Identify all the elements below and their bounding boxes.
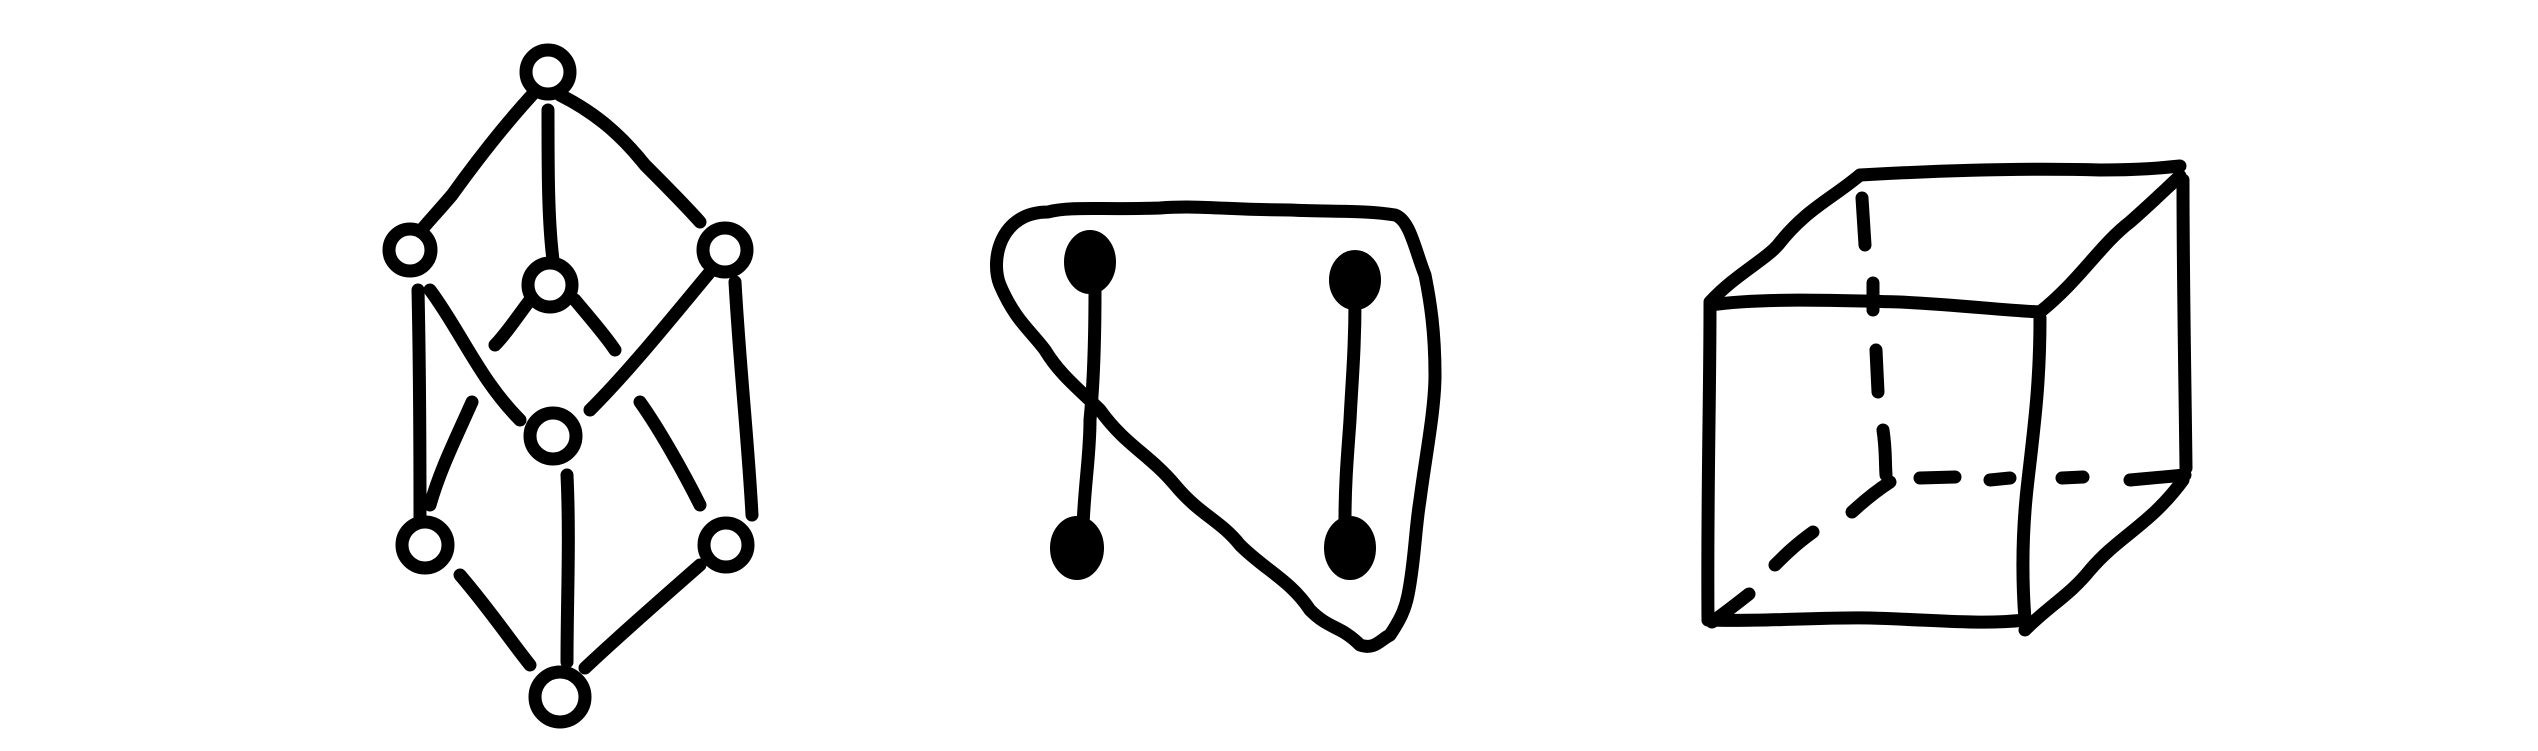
hidden-horizontal-dash-3: [2055, 470, 2090, 485]
vertex-right-top: [1329, 250, 1381, 310]
figure-filled-vertex-pairs: [990, 200, 1442, 653]
front-face-top: [1703, 293, 2047, 319]
edge-top-right: [553, 88, 707, 229]
vertex-left-top: [1064, 230, 1116, 294]
top-right-edge: [2033, 169, 2187, 319]
back-face-top: [1853, 159, 2187, 182]
hidden-horizontal-dash-2: [1983, 471, 2017, 487]
vertex-right-bottom: [1324, 516, 1376, 580]
edge-right-pair: [1338, 293, 1362, 527]
edge-left: [411, 283, 427, 527]
edge-mid-right-to-lower-right: [633, 395, 707, 512]
hidden-horizontal-dash-4: [2123, 468, 2192, 487]
vertex-center-top: [521, 256, 579, 314]
edge-top-to-center: [541, 103, 560, 267]
figure-wireframe-cube: [1701, 159, 2193, 637]
edge-right-to-mid: [583, 265, 717, 417]
hidden-diagonal-dash-3: [1705, 587, 1756, 629]
edge-right: [728, 275, 759, 522]
top-left-edge: [1703, 168, 1867, 309]
hidden-vertical-dash-3: [1869, 343, 1885, 399]
edge-bottom-left: [453, 568, 537, 672]
edge-left-to-mid: [423, 283, 527, 427]
vertex-top: [519, 43, 577, 101]
edge-center-upper-right: [568, 293, 622, 357]
hidden-vertical-dash-4: [1876, 423, 1893, 482]
hidden-vertical-dash-1: [1855, 191, 1872, 252]
front-face-bottom: [1701, 611, 2032, 629]
vertex-lower-left: [395, 515, 455, 575]
edge-bottom-right: [578, 558, 707, 675]
enclosing-loop: [990, 200, 1442, 653]
front-face-left: [1701, 298, 1717, 627]
edge-center-upper-left: [488, 293, 537, 352]
vertex-upper-right: [696, 221, 754, 279]
hidden-horizontal-dash-1: [1913, 470, 1962, 485]
vertex-bottom: [528, 665, 592, 729]
edge-lower-left-to-mid: [423, 395, 479, 512]
hidden-diagonal-dash-2: [1768, 525, 1820, 572]
vertex-center-bottom: [523, 406, 583, 466]
edge-left-pair: [1076, 283, 1102, 532]
bottom-right-edge: [2018, 473, 2190, 637]
vertex-lower-right: [697, 516, 755, 574]
edge-mid-to-bottom: [560, 468, 575, 669]
front-face-right: [2016, 311, 2047, 627]
figure-cube-graph: [382, 43, 759, 729]
edge-top-left: [413, 88, 539, 239]
hidden-diagonal-dash-1: [1845, 475, 1897, 519]
vertex-upper-left: [382, 222, 438, 278]
back-face-right: [2176, 173, 2193, 475]
vertex-left-bottom: [1050, 516, 1104, 580]
